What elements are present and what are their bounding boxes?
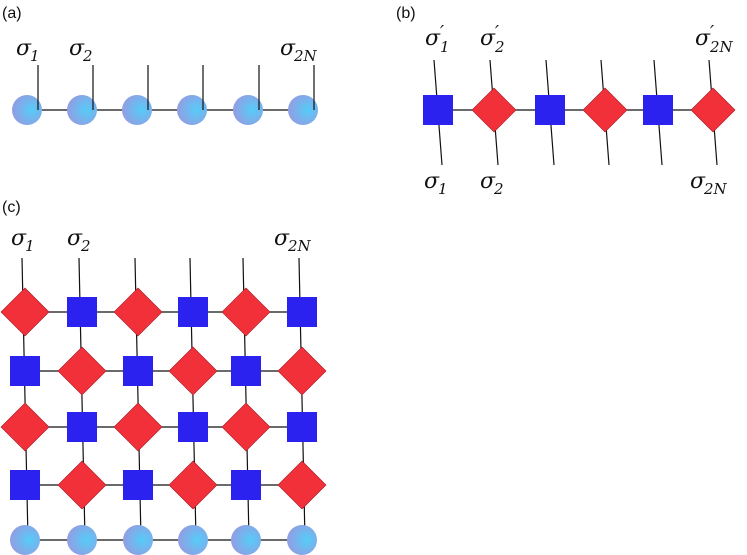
network-diamond-tensor [221, 402, 271, 452]
panel-b-top-labels: σ ′ 1 σ ′ 2 σ ′ 2N [425, 22, 734, 56]
panel-a: (a) σ 1 σ 2 σ 2N [2, 5, 318, 125]
network-square-tensor [67, 297, 97, 327]
svg-text:′: ′ [495, 22, 499, 43]
mpo-square-tensor [535, 95, 565, 125]
svg-text:σ: σ [480, 169, 496, 194]
panel-b-mpo-nodes [423, 59, 736, 166]
network-square-tensor [178, 412, 208, 442]
svg-text:2: 2 [493, 180, 504, 198]
network-site-circle [123, 525, 153, 555]
svg-text:σ: σ [425, 26, 441, 51]
svg-text:1: 1 [30, 47, 40, 65]
svg-text:σ: σ [69, 36, 85, 61]
svg-text:′: ′ [440, 22, 444, 43]
sigma-2-label-c: σ 2 [67, 226, 91, 255]
network-site-circle [178, 525, 208, 555]
svg-text:σ: σ [11, 226, 27, 251]
svg-text:σ: σ [480, 26, 496, 51]
mps-site-circle [233, 95, 263, 125]
network-site-circle [67, 525, 97, 555]
svg-text:σ: σ [695, 26, 711, 51]
panel-c: (c) σ 1 σ 2 σ 2N [0, 199, 327, 555]
svg-text:2N: 2N [709, 38, 734, 56]
svg-text:2: 2 [494, 38, 505, 56]
mps-site-circle [288, 95, 318, 125]
sigma-1-label-c: σ 1 [11, 226, 35, 255]
panel-label-b: (b) [396, 5, 416, 22]
sigma-2-label-b: σ 2 [480, 169, 504, 198]
svg-text:σ: σ [280, 36, 296, 61]
network-diamond-tensor [0, 402, 50, 452]
panel-c-grid-lines [21, 257, 306, 541]
panel-label-a: (a) [2, 5, 22, 22]
network-diamond-tensor [168, 346, 218, 396]
panel-c-network-nodes [0, 287, 327, 555]
network-square-tensor [10, 470, 40, 500]
mps-site-circle [12, 95, 42, 125]
mpo-diamond-tensor [690, 87, 736, 133]
svg-text:1: 1 [438, 180, 448, 198]
svg-text:σ: σ [690, 169, 706, 194]
mpo-diamond-tensor [471, 87, 517, 133]
sigma-1-label-a: σ 1 [16, 36, 40, 65]
svg-text:2: 2 [82, 47, 93, 65]
panel-a-labels: σ 1 σ 2 σ 2N [16, 36, 318, 65]
svg-text:1: 1 [440, 38, 450, 56]
network-square-tensor [287, 297, 317, 327]
network-diamond-tensor [57, 346, 107, 396]
panel-b: (b) σ ′ 1 σ ′ 2 σ ′ 2N σ 1 [396, 5, 736, 198]
network-square-tensor [123, 470, 153, 500]
network-square-tensor [67, 412, 97, 442]
mpo-square-tensor [643, 95, 673, 125]
svg-text:σ: σ [16, 36, 32, 61]
network-diamond-tensor [0, 287, 50, 337]
network-diamond-tensor [113, 402, 163, 452]
sigma-2N-label-c: σ 2N [274, 226, 312, 255]
network-diamond-tensor [277, 346, 327, 396]
network-square-tensor [123, 356, 153, 386]
panel-label-c: (c) [2, 199, 21, 216]
sigma-2-label-a: σ 2 [69, 36, 93, 65]
panel-c-labels: σ 1 σ 2 σ 2N [11, 226, 312, 255]
mps-site-circle [177, 95, 207, 125]
network-square-tensor [10, 356, 40, 386]
svg-text:1: 1 [25, 237, 35, 255]
svg-text:2N: 2N [293, 47, 318, 65]
sigma-2N-prime-label: σ ′ 2N [695, 22, 734, 56]
mps-site-circle [67, 95, 97, 125]
sigma-1-label-b: σ 1 [424, 169, 448, 198]
sigma-2N-label-b: σ 2N [690, 169, 728, 198]
svg-text:2N: 2N [703, 180, 728, 198]
network-square-tensor [231, 470, 261, 500]
mpo-square-tensor [423, 95, 453, 125]
network-square-tensor [287, 412, 317, 442]
mps-site-circle [122, 95, 152, 125]
network-diamond-tensor [57, 460, 107, 510]
network-diamond-tensor [113, 287, 163, 337]
sigma-1-prime-label: σ ′ 1 [425, 22, 450, 56]
sigma-2N-label-a: σ 2N [280, 36, 318, 65]
svg-text:σ: σ [274, 226, 290, 251]
network-diamond-tensor [221, 287, 271, 337]
network-diamond-tensor [168, 460, 218, 510]
svg-text:′: ′ [710, 22, 714, 43]
network-site-circle [287, 525, 317, 555]
mpo-diamond-tensor [582, 87, 628, 133]
network-square-tensor [231, 356, 261, 386]
network-site-circle [231, 525, 261, 555]
panel-b-bottom-labels: σ 1 σ 2 σ 2N [424, 169, 728, 198]
sigma-2-prime-label: σ ′ 2 [480, 22, 505, 56]
network-square-tensor [178, 297, 208, 327]
svg-text:2: 2 [80, 237, 91, 255]
svg-text:2N: 2N [287, 237, 312, 255]
network-site-circle [10, 525, 40, 555]
panel-a-mps-nodes [12, 65, 318, 125]
network-diamond-tensor [277, 460, 327, 510]
svg-text:σ: σ [424, 169, 440, 194]
svg-text:σ: σ [67, 226, 83, 251]
